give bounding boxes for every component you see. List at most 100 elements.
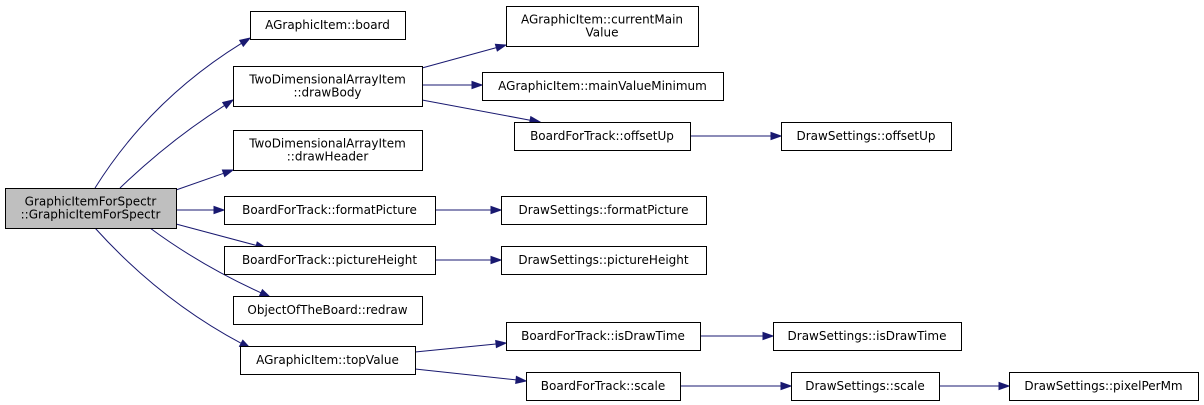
node-box [482,72,724,101]
arrowhead-icon [471,80,484,90]
node-label: ::drawBody [293,86,361,100]
edge-dsScale-to-dsPixelPerMm [939,381,1011,391]
node-bftIsDrawTime[interactable]: BoardForTrack::isDrawTime [506,322,701,351]
edge-drawBody-to-currentMainValue [421,43,508,69]
node-label: AGraphicItem::topValue [256,353,399,367]
edge-line [119,104,225,189]
node-label: BoardForTrack::offsetUp [530,129,674,143]
node-label: ::drawHeader [287,150,369,164]
arrowhead-icon [998,381,1011,391]
edge-root-to-pictureHeight [175,223,268,250]
node-box [526,372,681,401]
node-box [791,372,940,401]
edge-line [175,172,224,191]
node-label: DrawSettings::isDrawTime [788,329,947,343]
node-box [5,188,177,229]
nodes-layer: GraphicItemForSpectr::GraphicItemForSpec… [5,6,1199,401]
edge-drawBody-to-bftOffsetUp [421,99,542,125]
edge-root-to-formatPicture [176,205,226,215]
node-dsFormatPicture[interactable]: DrawSettings::formatPicture [501,196,707,225]
node-dsScale[interactable]: DrawSettings::scale [791,372,940,401]
arrowhead-icon [490,255,503,265]
edge-root-to-drawBody [119,99,235,189]
node-label: ObjectOfTheBoard::redraw [247,303,407,317]
node-box [250,11,406,40]
node-label: DrawSettings::scale [805,379,925,393]
arrowhead-icon [495,339,508,349]
edge-line [94,42,242,189]
edge-bftOffsetUp-to-dsOffsetUp [690,131,783,141]
node-box [506,322,701,351]
node-label: BoardForTrack::pictureHeight [242,253,417,267]
node-topValue[interactable]: AGraphicItem::topValue [240,346,416,375]
edge-root-to-board [94,37,252,189]
node-label: AGraphicItem::mainValueMinimum [498,79,707,93]
node-box [224,196,436,225]
node-redraw[interactable]: ObjectOfTheBoard::redraw [233,296,423,325]
edges-layer [94,37,1011,391]
node-box [773,322,962,351]
arrowhead-icon [490,205,503,215]
node-mainValueMinimum[interactable]: AGraphicItem::mainValueMinimum [482,72,724,101]
node-box [233,66,423,107]
node-label: DrawSettings::pixelPerMm [1024,379,1182,393]
arrowhead-icon [213,205,226,215]
arrowhead-icon [770,131,783,141]
node-label: BoardForTrack::formatPicture [242,203,417,217]
node-label: DrawSettings::pictureHeight [518,253,689,267]
edge-bftIsDrawTime-to-dsIsDrawTime [700,331,775,341]
node-drawHeader[interactable]: TwoDimensionalArrayItem::drawHeader [233,130,423,171]
node-root[interactable]: GraphicItemForSpectr::GraphicItemForSpec… [5,188,177,229]
node-box [1009,372,1199,401]
node-formatPicture[interactable]: BoardForTrack::formatPicture [224,196,436,225]
node-label: DrawSettings::formatPicture [519,203,689,217]
node-label: TwoDimensionalArrayItem [248,137,406,151]
edge-line [149,227,262,294]
node-label: GraphicItemForSpectr [25,195,157,209]
arrowhead-icon [258,288,272,298]
edge-line [421,47,497,69]
node-label: AGraphicItem::currentMain [521,13,683,27]
node-box [233,130,423,171]
edge-topValue-to-bftScale [414,368,528,385]
edge-line [414,368,517,381]
node-label: TwoDimensionalArrayItem [248,73,406,87]
node-label: BoardForTrack::isDrawTime [521,329,685,343]
node-label: DrawSettings::offsetUp [797,129,936,143]
arrowhead-icon [221,169,235,178]
node-label: AGraphicItem::board [265,18,390,32]
node-bftScale[interactable]: BoardForTrack::scale [526,372,681,401]
arrowhead-icon [762,331,775,341]
node-board[interactable]: AGraphicItem::board [250,11,406,40]
node-label: BoardForTrack::scale [541,379,665,393]
arrowhead-icon [238,37,252,48]
node-label: ::GraphicItemForSpectr [21,208,161,222]
arrowhead-icon [515,375,528,385]
edge-line [414,343,497,353]
node-bftOffsetUp[interactable]: BoardForTrack::offsetUp [514,122,691,151]
node-label: Value [586,26,619,40]
node-pictureHeight[interactable]: BoardForTrack::pictureHeight [224,246,436,275]
arrowhead-icon [494,43,508,52]
arrowhead-icon [221,99,235,110]
node-dsPixelPerMm[interactable]: DrawSettings::pixelPerMm [1009,372,1199,401]
node-dsPictureHeight[interactable]: DrawSettings::pictureHeight [501,246,707,275]
node-dsOffsetUp[interactable]: DrawSettings::offsetUp [781,122,952,151]
node-box [501,246,707,275]
edge-root-to-drawHeader [175,169,235,191]
edge-line [94,227,242,344]
node-dsIsDrawTime[interactable]: DrawSettings::isDrawTime [773,322,962,351]
edge-pictureHeight-to-dsPictureHeight [435,255,503,265]
node-box [781,122,952,151]
node-box [501,196,707,225]
node-box [233,296,423,325]
arrowhead-icon [780,381,793,391]
edge-drawBody-to-mainValueMinimum [422,80,484,90]
edge-formatPicture-to-dsFormatPicture [435,205,503,215]
edge-line [421,99,531,121]
node-drawBody[interactable]: TwoDimensionalArrayItem::drawBody [233,66,423,107]
edge-bftScale-to-dsScale [680,381,793,391]
edge-line [175,223,257,246]
